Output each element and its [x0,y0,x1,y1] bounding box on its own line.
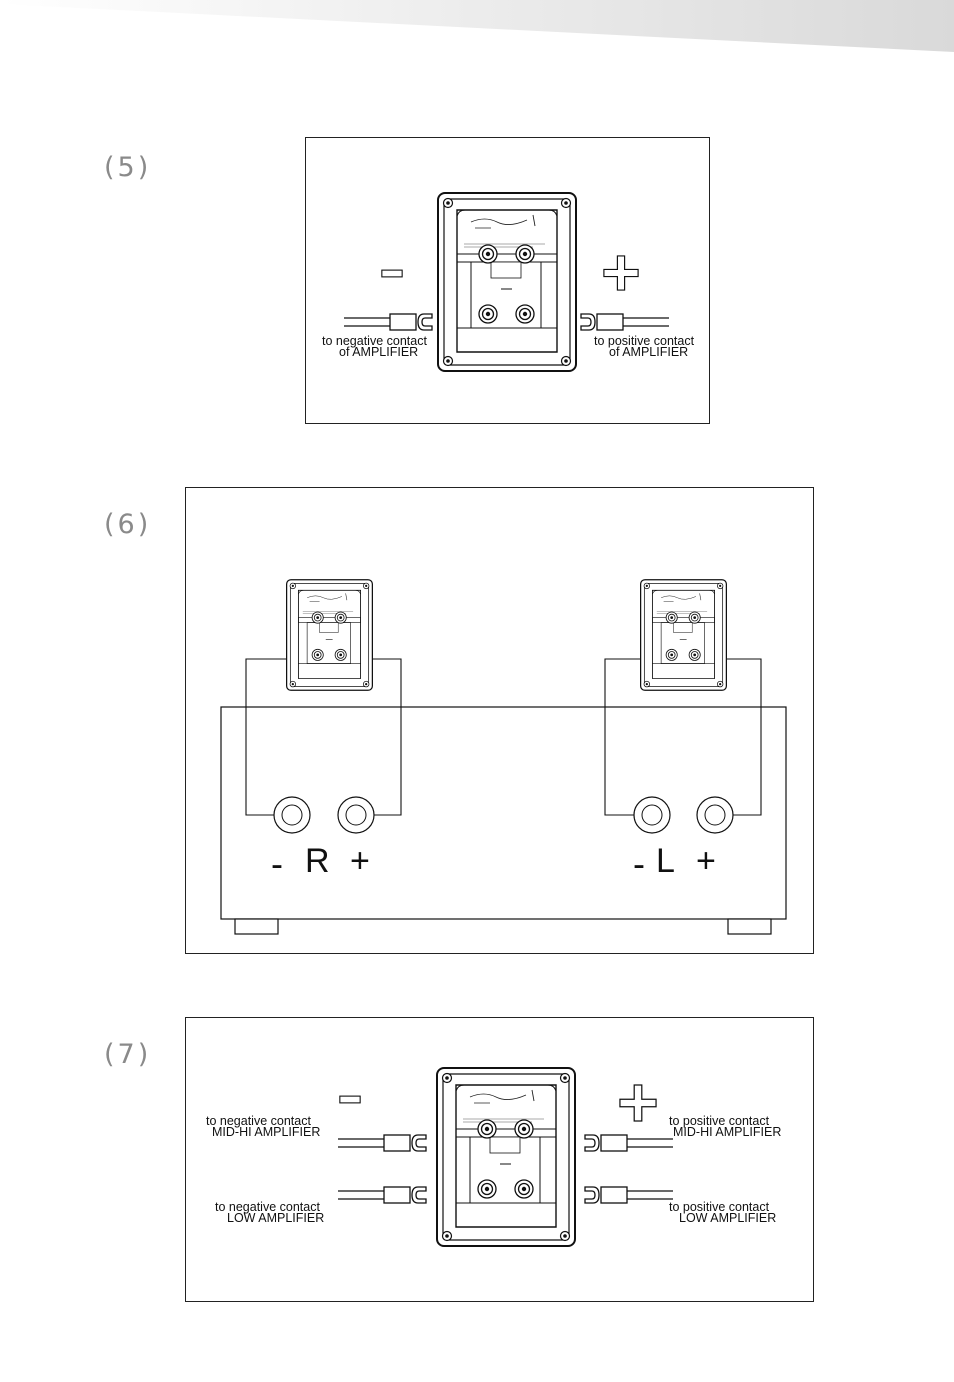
page-header-band [0,0,954,52]
amplifier-foot-left [234,918,279,935]
left-negative-binding-post-icon [633,796,671,834]
right-plus-label: + [350,842,370,880]
negative-low-label: to negative contact [215,1200,320,1214]
terminal-panel [437,192,577,372]
amplifier-foot-right [727,918,772,935]
left-channel-letter: L [656,842,675,880]
left-positive-binding-post-icon [696,796,734,834]
negative-low-spade-icon [338,1186,427,1204]
negative-spade-connector-icon [344,313,433,331]
negative-midhi-label: to negative contact [206,1114,311,1128]
amplifier-body [220,706,787,920]
positive-low-spade-icon [584,1186,673,1204]
minus-symbol-icon [381,269,403,278]
figure-6-drawing [220,579,787,935]
positive-midhi-label: to positive contact [669,1114,770,1128]
positive-low-label-sub: LOW AMPLIFIER [679,1211,777,1225]
right-positive-binding-post-icon [337,796,375,834]
negative-midhi-label-sub: MID-HI AMPLIFIER [212,1125,321,1139]
positive-spade-connector-icon [580,313,669,331]
figure-6-stereo-amplifier: - R + - L + [185,487,814,954]
step-number-5: (5) [104,152,152,183]
plus-symbol-icon [619,1084,657,1122]
figure-5-drawing [344,192,669,372]
right-negative-binding-post-icon [273,796,311,834]
step-number-7: (7) [104,1039,152,1070]
negative-low-label-sub: LOW AMPLIFIER [227,1211,325,1225]
figure-5-single-amplifier: to negative contact of AMPLIFIER to posi… [305,137,710,424]
left-plus-label: + [696,842,716,880]
right-minus-label: - [271,843,283,884]
figure-7-bi-amplification: to negative contact MID-HI AMPLIFIER to … [185,1017,814,1302]
positive-contact-label-sub: of AMPLIFIER [609,345,689,359]
positive-contact-label: to positive contact [594,334,695,348]
positive-midhi-label-sub: MID-HI AMPLIFIER [673,1125,782,1139]
step-number-6: (6) [104,509,152,540]
negative-contact-label-sub: of AMPLIFIER [339,345,419,359]
right-speaker-terminal-panel [286,579,373,691]
negative-midhi-spade-icon [338,1134,427,1152]
left-speaker-terminal-panel [640,579,727,691]
minus-symbol-icon [339,1095,361,1104]
negative-contact-label: to negative contact [322,334,427,348]
left-minus-label: - [633,843,645,884]
right-channel-letter: R [305,842,330,880]
plus-symbol-icon [603,255,639,291]
positive-midhi-spade-icon [584,1134,673,1152]
positive-low-label: to positive contact [669,1200,770,1214]
figure-7-drawing [338,1067,673,1247]
terminal-panel [436,1067,576,1247]
